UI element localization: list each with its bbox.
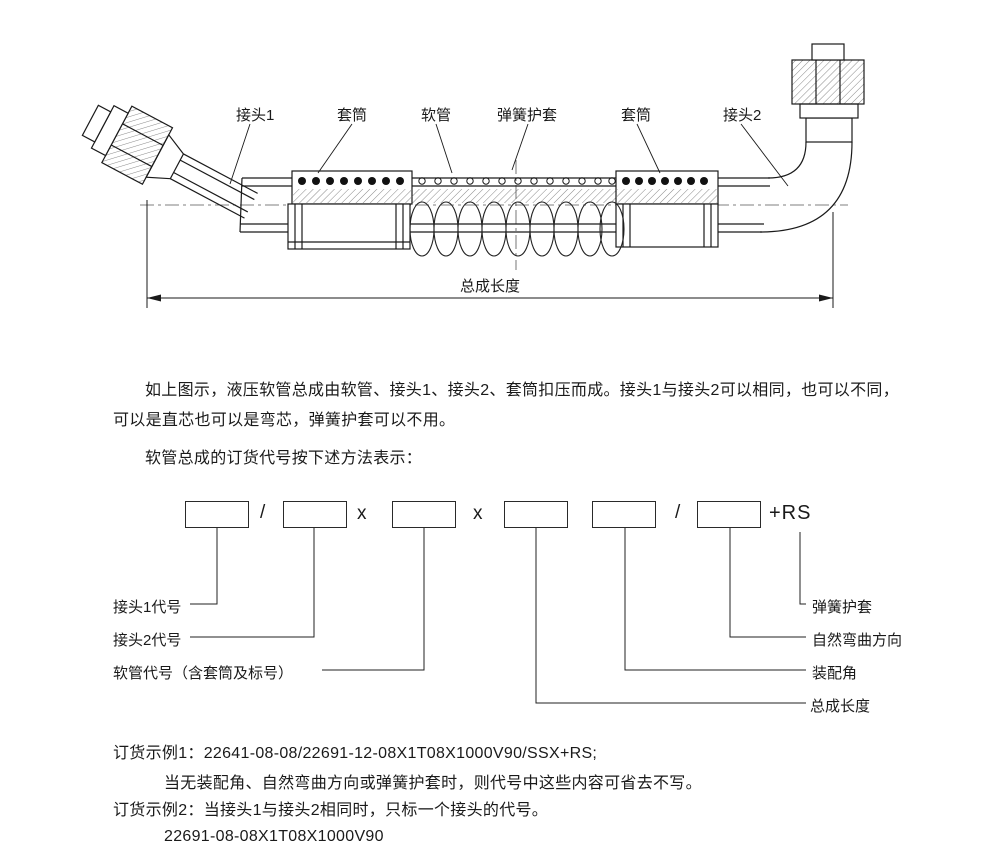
code-box-hose: [392, 501, 456, 528]
code-box-connector2: [283, 501, 347, 528]
label-connector2: 接头2: [723, 107, 762, 124]
right-fitting: [759, 43, 865, 233]
label-sleeve-right: 套筒: [621, 107, 652, 124]
dimension-assembly-length: [146, 200, 834, 308]
code-box-assembly-length: [504, 501, 568, 528]
left-fitting: [81, 104, 258, 219]
legend-bend-direction: 自然弯曲方向: [812, 632, 903, 649]
code-separator-x1: x: [357, 503, 367, 524]
legend-spring-guard: 弹簧护套: [812, 599, 873, 616]
label-connector1: 接头1: [236, 107, 275, 124]
sleeve-left-upper: [291, 170, 413, 205]
order-example1: 订货示例1：22641-08-08/22691-12-08X1T08X1000V…: [113, 745, 598, 762]
spring-guard-coils: [409, 201, 625, 257]
label-hose: 软管: [421, 107, 452, 124]
code-box-assembly-angle: [592, 501, 656, 528]
code-suffix-rs: +RS: [769, 502, 812, 524]
sleeve-right-upper: [615, 170, 719, 205]
code-separator-slash1: /: [260, 502, 266, 523]
spring-section-dots-left: [298, 177, 404, 185]
code-separator-slash2: /: [675, 502, 681, 523]
order-example2: 订货示例2：当接头1与接头2相同时，只标一个接头的代号。: [113, 802, 549, 819]
code-separator-x2: x: [473, 503, 483, 524]
order-example-note: 当无装配角、自然弯曲方向或弹簧护套时，则代号中这些内容可省去不写。: [164, 775, 702, 792]
code-box-connector1: [185, 501, 249, 528]
legend-connector1-code: 接头1代号: [113, 599, 182, 616]
legend-assembly-length: 总成长度: [810, 698, 871, 715]
code-connector-lines: [190, 528, 806, 704]
description-line2: 可以是直芯也可以是弯芯，弹簧护套可以不用。: [113, 412, 456, 429]
centerline: [140, 160, 848, 270]
order-example2-code: 22691-08-08X1T08X1000V90: [164, 828, 384, 845]
sleeve-right-lower: [615, 203, 719, 248]
spring-section-dots-right: [622, 177, 708, 185]
sleeve-left-lower: [287, 203, 411, 250]
code-box-bend-direction: [697, 501, 761, 528]
spring-wire-circles: [418, 177, 616, 185]
label-leader-lines: [229, 123, 789, 187]
hose-middle-section: [412, 177, 616, 203]
description-line1: 如上图示，液压软管总成由软管、接头1、接头2、套筒扣压而成。接头1与接头2可以相…: [145, 382, 899, 399]
order-code-intro: 软管总成的订货代号按下述方法表示：: [145, 450, 423, 467]
label-sleeve-left: 套筒: [337, 107, 368, 124]
legend-assembly-angle: 装配角: [812, 665, 858, 682]
label-assembly-length-dim: 总成长度: [460, 278, 521, 295]
legend-hose-code: 软管代号（含套筒及标号）: [113, 665, 294, 682]
label-spring-guard: 弹簧护套: [497, 107, 558, 124]
legend-connector2-code: 接头2代号: [113, 632, 182, 649]
